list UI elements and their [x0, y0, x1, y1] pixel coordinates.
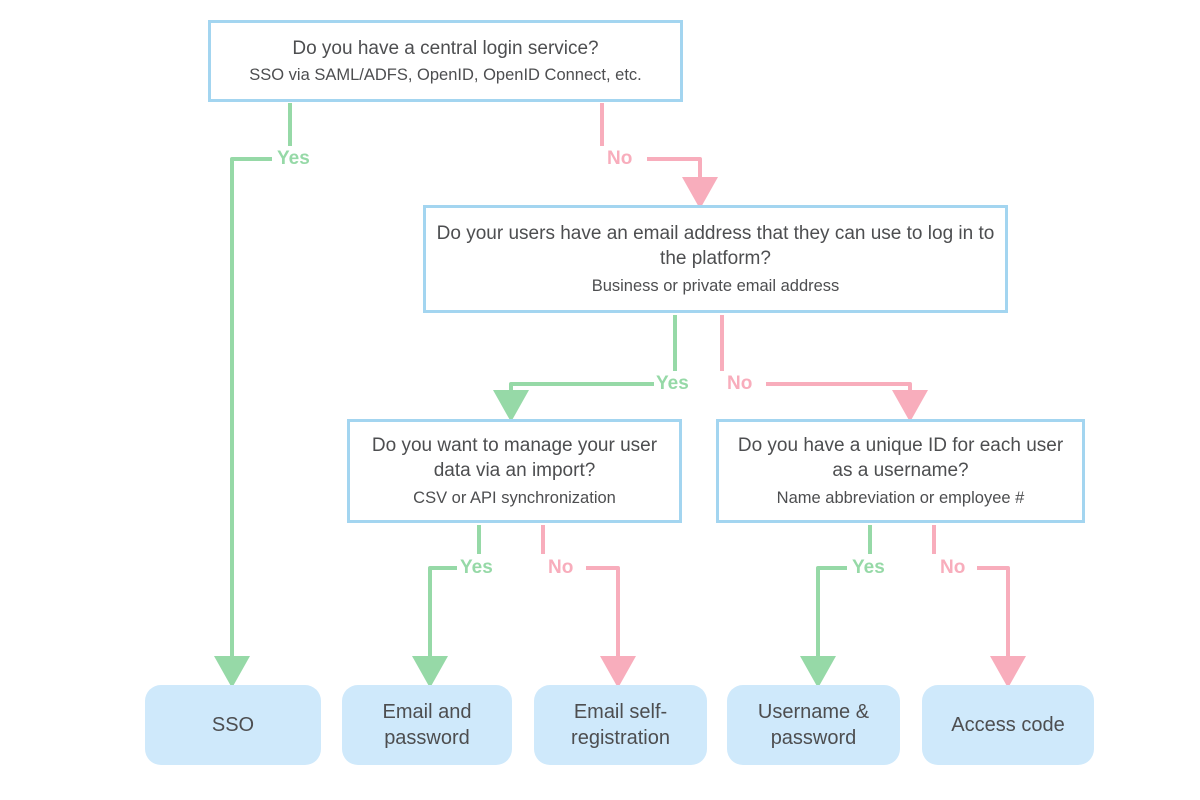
- decision-email-address: Do your users have an email address that…: [423, 205, 1008, 313]
- decision-title: Do you want to manage your user data via…: [371, 434, 658, 482]
- result-label: Email and password: [382, 701, 472, 749]
- decision-subtitle: CSV or API synchronization: [413, 489, 616, 507]
- edge-manage-import-yes-line: [412, 566, 457, 688]
- result-label: SSO: [211, 714, 255, 736]
- edge-email-address-yes-line: [493, 382, 654, 422]
- edge-manage-import-no-line: [586, 566, 636, 688]
- result-label: Email self-registration: [571, 701, 670, 749]
- edge-unique-id-yes-line: [800, 566, 847, 688]
- edge-label-no-email-address: No: [727, 373, 753, 394]
- edge-label-yes-central-login: Yes: [277, 148, 310, 169]
- edge-label-no-unique-id: No: [940, 557, 966, 578]
- result-email-and-password: Email and password: [342, 685, 512, 765]
- result-label: Access code: [951, 714, 1065, 736]
- decision-title: Do you have a unique ID for each user as…: [737, 434, 1064, 482]
- result-email-self-registration: Email self-registration: [534, 685, 707, 765]
- decision-title: Do your users have an email address that…: [436, 222, 995, 270]
- edge-label-yes-manage-import: Yes: [460, 557, 493, 578]
- decision-central-login-service: Do you have a central login service? SSO…: [208, 20, 683, 102]
- decision-subtitle: SSO via SAML/ADFS, OpenID, OpenID Connec…: [249, 66, 642, 85]
- edge-label-no-manage-import: No: [548, 557, 574, 578]
- decision-subtitle: Name abbreviation or employee #: [776, 489, 1025, 507]
- edge-unique-id-no-line: [977, 566, 1026, 688]
- result-sso: SSO: [145, 685, 321, 765]
- result-username-and-password: Username & password: [727, 685, 900, 765]
- edge-label-yes-email-address: Yes: [656, 373, 689, 394]
- edge-label-yes-unique-id: Yes: [852, 557, 885, 578]
- result-access-code: Access code: [922, 685, 1094, 765]
- decision-unique-id: Do you have a unique ID for each user as…: [716, 419, 1085, 523]
- decision-manage-import: Do you want to manage your user data via…: [347, 419, 682, 523]
- edge-central-login-no-line: [647, 157, 718, 209]
- edge-central-login-yes-line: [214, 157, 272, 688]
- edge-label-no-central-login: No: [607, 148, 633, 169]
- edge-email-address-no-line: [766, 382, 928, 422]
- result-label: Username & password: [757, 701, 870, 749]
- decision-subtitle: Business or private email address: [591, 277, 840, 295]
- decision-title: Do you have a central login service?: [292, 37, 599, 59]
